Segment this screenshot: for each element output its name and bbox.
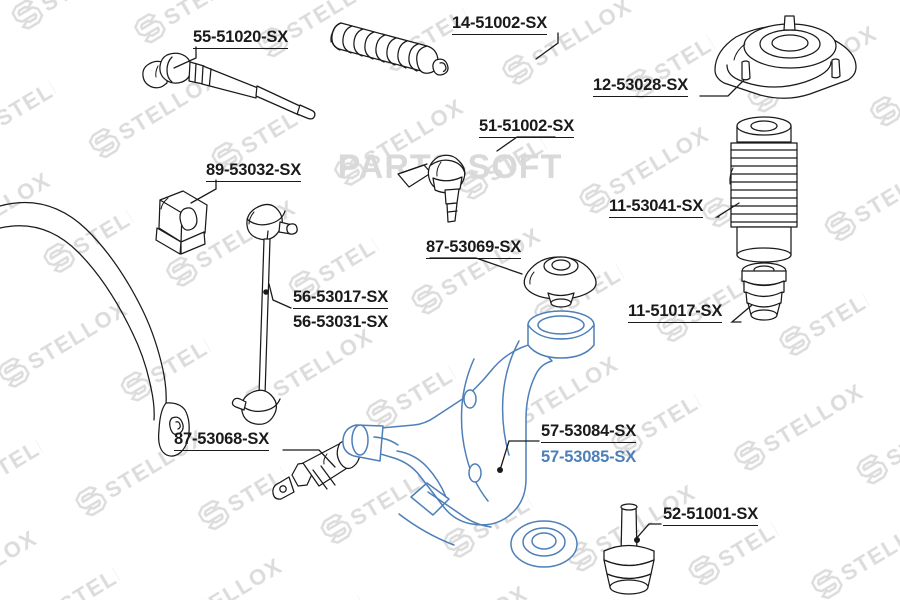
part-label-ball-joint: 52-51001-SX (663, 505, 758, 526)
part-label-dust-boot: 11-53041-SX (609, 197, 703, 218)
part-strut-mount (714, 15, 857, 99)
part-label-steering-rack-boot: 14-51002-SX (452, 14, 547, 35)
part-label-outer-tie-rod-end: 51-51002-SX (479, 117, 574, 138)
part-anti-roll-bar (0, 201, 190, 457)
part-dust-boot (729, 116, 798, 263)
part-outer-tie-rod-end (397, 154, 466, 223)
part-label-stabilizer-link: 56-53017-SX (293, 288, 388, 309)
part-steering-rack-boot (330, 22, 449, 76)
leader-lines (173, 32, 753, 541)
part-label-control-arm-bushing-rear: 87-53068-SX (174, 430, 269, 451)
part-label-stabilizer-bushing: 89-53032-SX (206, 161, 301, 182)
part-label-strut-mount: 12-53028-SX (593, 76, 688, 97)
parts-soft-watermark: PARTS-SOFT (337, 148, 563, 186)
part-inner-tie-rod (142, 52, 316, 120)
part-control-arm-bushing-front (523, 256, 597, 308)
part-bump-stop (741, 262, 787, 321)
part-ball-joint (603, 503, 655, 595)
part-label-control-arm-right: 57-53085-SX (541, 448, 637, 466)
part-control-arm-bushing-rear (272, 433, 364, 500)
part-label-control-arm-bushing-front: 87-53069-SX (426, 238, 521, 259)
part-stabilizer-link (231, 203, 298, 425)
part-label-inner-tie-rod: 55-51020-SX (193, 28, 288, 49)
part-label-bump-stop: 11-51017-SX (628, 302, 722, 323)
part-stabilizer-bushing (155, 190, 208, 255)
part-label-stabilizer-link-alt: 56-53031-SX (293, 313, 389, 331)
part-label-control-arm-left: 57-53084-SX (541, 422, 636, 443)
